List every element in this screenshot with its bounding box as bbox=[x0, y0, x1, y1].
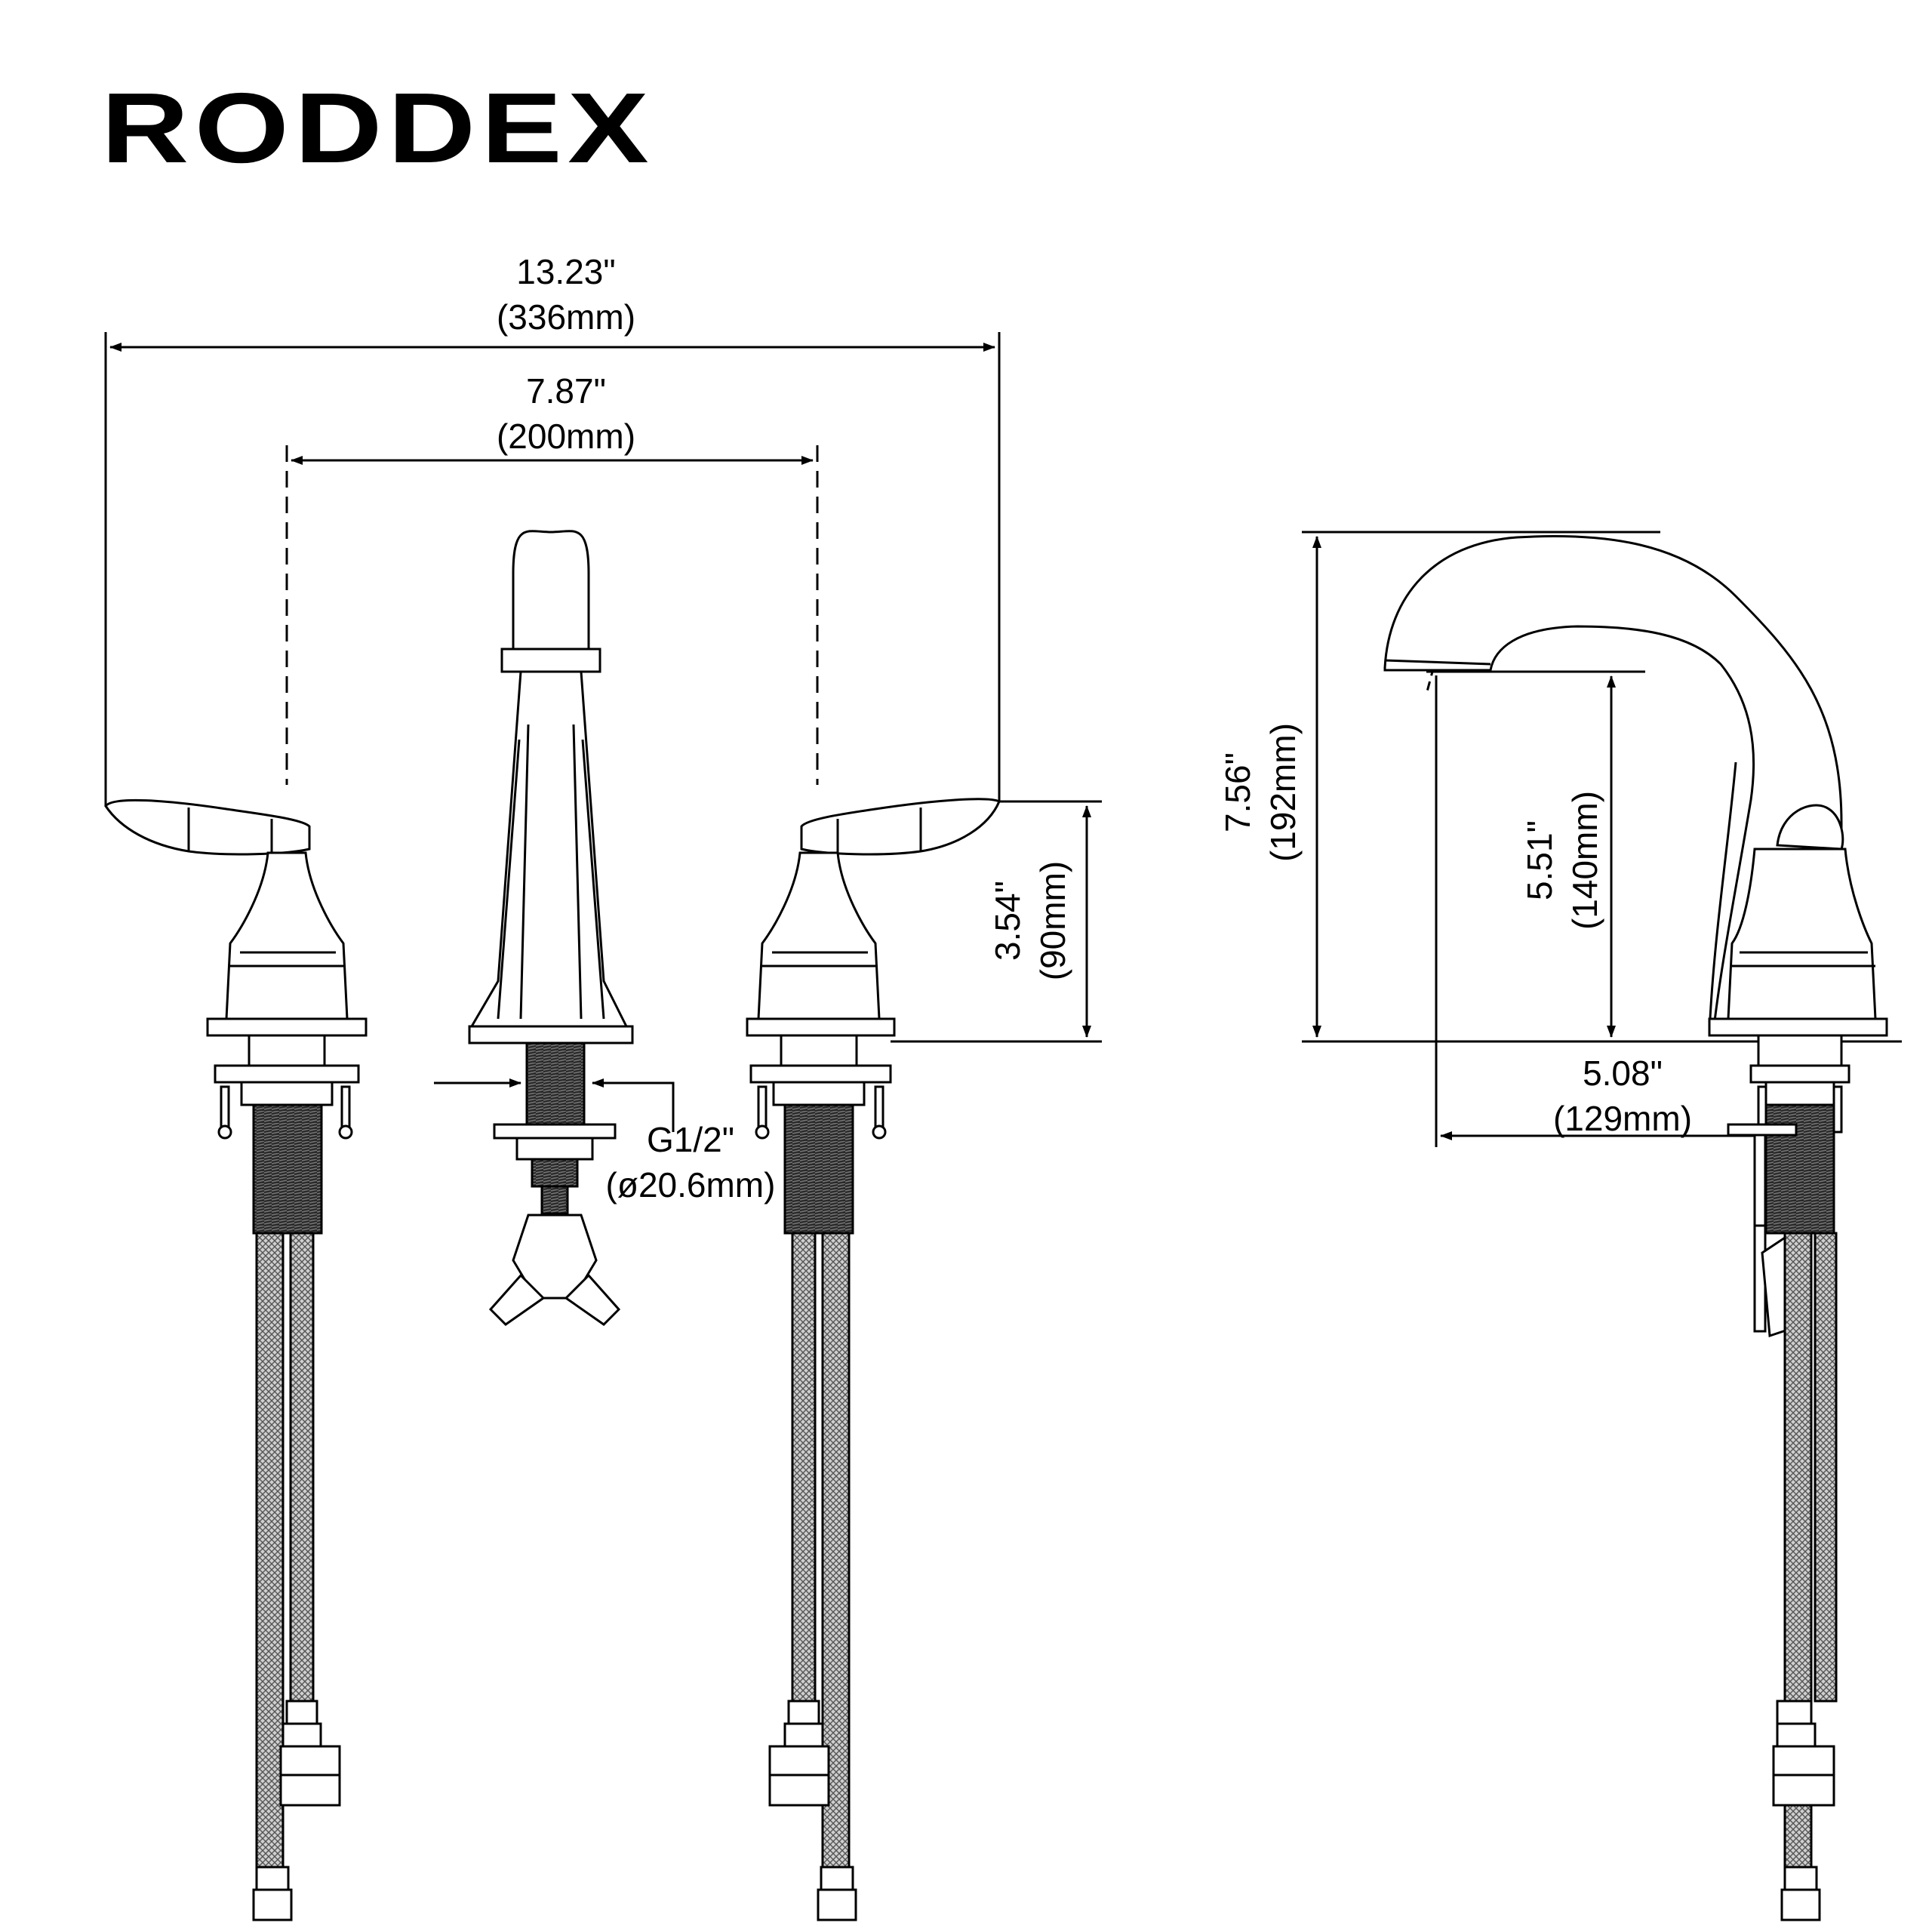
spout-reach-mm: (129mm) bbox=[1552, 1099, 1693, 1138]
overall-width-inch: 13.23" bbox=[516, 252, 616, 291]
dimension-spout-height bbox=[1426, 670, 1645, 1038]
spout-reach-inch: 5.08" bbox=[1583, 1054, 1663, 1093]
dimension-handle-height bbox=[891, 800, 1102, 1043]
thread-size: G1/2" bbox=[646, 1120, 735, 1159]
right-handle-assembly bbox=[746, 798, 1001, 1921]
left-handle-assembly bbox=[104, 798, 368, 1921]
overall-width-mm: (336mm) bbox=[496, 297, 636, 337]
total-height-label: 7.56" (192mm) bbox=[1215, 702, 1306, 883]
center-spread-inch: 7.87" bbox=[526, 371, 606, 411]
dimension-overall-width bbox=[104, 332, 1001, 806]
spout-reach-label: 5.08" (129mm) bbox=[1540, 1051, 1706, 1141]
handle-height-label: 3.54" (90mm) bbox=[985, 838, 1075, 1004]
spout-height-label: 5.51" (140mm) bbox=[1517, 770, 1607, 951]
thread-label: G1/2" (ø20.6mm) bbox=[585, 1117, 796, 1208]
spout-height-inch: 5.51" bbox=[1520, 820, 1559, 900]
side-view-faucet bbox=[1383, 534, 1888, 1921]
spout-height-mm: (140mm) bbox=[1565, 790, 1604, 931]
total-height-inch: 7.56" bbox=[1218, 752, 1257, 832]
handle-height-mm: (90mm) bbox=[1033, 860, 1072, 981]
dimension-thread bbox=[434, 1078, 675, 1132]
overall-width-label: 13.23" (336mm) bbox=[483, 249, 649, 340]
total-height-mm: (192mm) bbox=[1263, 722, 1303, 863]
handle-height-inch: 3.54" bbox=[988, 881, 1027, 961]
brand-logo: RODDEX bbox=[101, 72, 654, 183]
center-spread-mm: (200mm) bbox=[496, 417, 636, 456]
thread-diameter: (ø20.6mm) bbox=[605, 1165, 776, 1204]
center-spread-label: 7.87" (200mm) bbox=[483, 368, 649, 459]
dimension-center-spread bbox=[285, 445, 819, 785]
center-spout-assembly bbox=[468, 530, 634, 1326]
